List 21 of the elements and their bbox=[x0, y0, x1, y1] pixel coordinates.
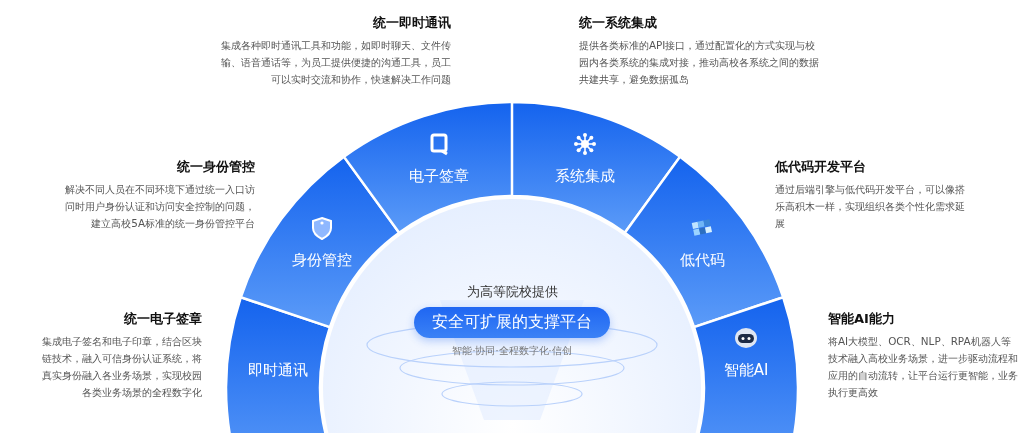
segment-label: 电子签章 bbox=[409, 166, 470, 186]
segment-label: 即时通讯 bbox=[247, 360, 308, 380]
feature-description: 提供各类标准的API接口，通过配置化的方式实现与校园内各类系统的集成对接，推动高校各系统之间的数据共建共享，避免数据孤岛 bbox=[579, 38, 819, 87]
intro-text: 为高等院校提供 bbox=[466, 283, 558, 301]
feature-heading: 低代码开发平台 bbox=[775, 158, 866, 176]
feature-description: 解决不同人员在不同环境下通过统一入口访问时用户身份认证和访问安全控制的问题，建立高校5A标准的统一身份管控平台 bbox=[64, 182, 255, 231]
tagline-text: 智能·协同·全程数字化·信创 bbox=[452, 345, 572, 358]
feature-heading: 统一即时通讯 bbox=[373, 14, 451, 32]
feature-description: 将AI大模型、OCR、NLP、RPA机器人等技术融入高校业务场景，进一步驱动流程和应用的自动流转，让平台运行更智能，业务执行更高效 bbox=[828, 334, 1019, 400]
segment-label: 智能AI bbox=[723, 360, 769, 380]
platform-pill: 安全可扩展的支撑平台 bbox=[414, 307, 610, 338]
feature-heading: 统一电子签章 bbox=[124, 310, 202, 328]
feature-description: 通过后端引擎与低代码开发平台，可以像搭乐高积木一样，实现组织各类个性化需求延展 bbox=[775, 182, 966, 231]
feature-description: 集成各种即时通讯工具和功能，如即时聊天、文件传输、语音通话等，为员工提供便捷的沟通工具，员工可以实时交流和协作，快速解决工作问题 bbox=[220, 38, 451, 87]
feature-heading: 统一身份管控 bbox=[177, 158, 255, 176]
segment-label: 系统集成 bbox=[554, 166, 615, 186]
segment-label: 低代码 bbox=[679, 250, 725, 270]
feature-heading: 智能AI能力 bbox=[828, 310, 895, 328]
segment-label: 身份管控 bbox=[291, 250, 352, 270]
feature-heading: 统一系统集成 bbox=[579, 14, 657, 32]
feature-description: 集成电子签名和电子印章，结合区块链技术，融入可信身份认证系统，将真实身份融入各业务场景，实现校园各类业务场景的全程数字化 bbox=[41, 334, 202, 400]
